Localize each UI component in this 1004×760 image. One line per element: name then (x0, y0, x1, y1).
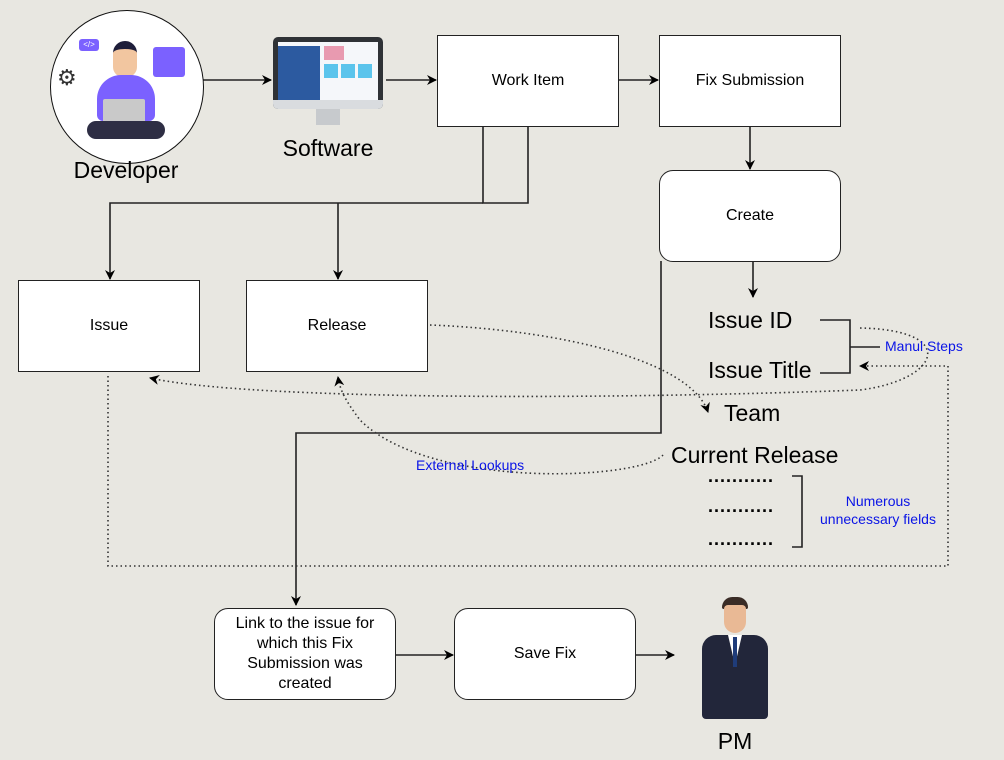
developer-head (113, 41, 137, 77)
edge-workitem-bracket (482, 126, 529, 204)
developer-legs (87, 121, 165, 139)
node-link-issue[interactable]: Link to the issue for which this Fix Sub… (214, 608, 396, 700)
bracket-unnecessary-fields (792, 475, 803, 548)
field-issue-title: Issue Title (708, 357, 812, 383)
field-issue-id: Issue ID (708, 307, 793, 333)
node-create[interactable]: Create (659, 170, 841, 262)
node-issue[interactable]: Issue (18, 280, 200, 372)
edge-workitem-issue (105, 202, 483, 280)
field-placeholder: ........... (708, 466, 775, 486)
field-placeholder: ........... (708, 529, 775, 549)
annotation-manual-steps: Manul Steps (885, 338, 963, 354)
annotation-external-lookups: External Lookups (416, 457, 525, 473)
software-stand (316, 109, 340, 125)
node-release[interactable]: Release (246, 280, 428, 372)
software-monitor-icon (273, 37, 383, 109)
gear-icon: ⚙ (57, 65, 77, 90)
edge-create-link (291, 261, 662, 606)
code-icon: </> (79, 39, 99, 51)
node-fix-submission[interactable]: Fix Submission (659, 35, 841, 127)
developer-actor: ⚙ </> (50, 10, 204, 164)
pm-figure-icon (698, 597, 772, 719)
pm-label: PM (717, 728, 753, 754)
software-label: Software (282, 135, 374, 161)
field-current-release: Current Release (671, 442, 839, 468)
developer-label: Developer (73, 157, 179, 183)
node-work-item[interactable]: Work Item (437, 35, 619, 127)
code-window-icon (153, 47, 185, 77)
laptop-icon (103, 99, 145, 125)
dotted-currentrelease-release (334, 376, 664, 475)
node-save-fix[interactable]: Save Fix (454, 608, 636, 700)
bracket-issue-fields (820, 319, 851, 374)
dotted-loop-issue-title (107, 361, 949, 567)
field-team: Team (724, 400, 781, 426)
field-placeholder: ........... (708, 496, 775, 516)
dotted-release-team (429, 324, 710, 413)
annotation-numerous-fields: Numerous unnecessary fields (820, 493, 936, 527)
